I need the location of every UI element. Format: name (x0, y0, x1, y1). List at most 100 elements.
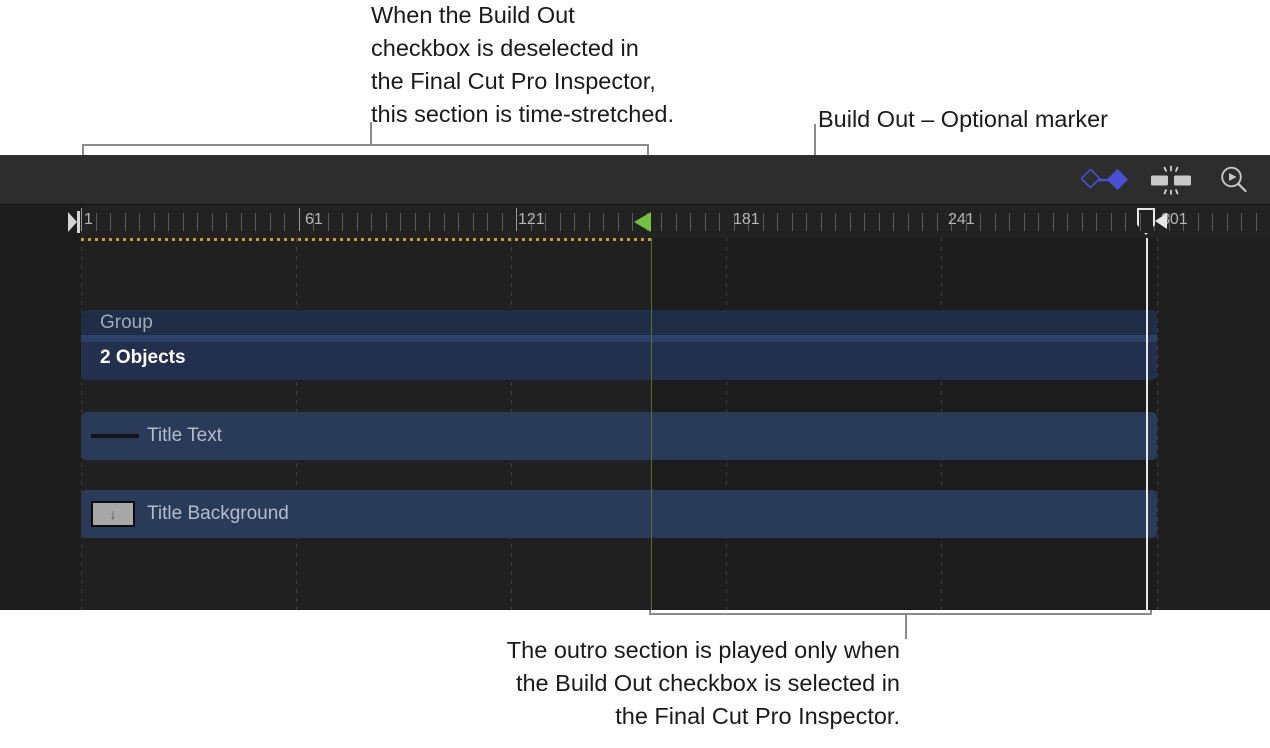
ruler-tick-minor (313, 213, 314, 231)
ruler-tick-minor (183, 213, 184, 231)
ruler-tick-minor (502, 213, 503, 231)
playhead-triangle (1155, 213, 1167, 229)
playhead-end-marker-icon[interactable] (1137, 208, 1167, 237)
annotation-top-left: When the Build Out checkbox is deselecte… (371, 2, 674, 127)
zoom-play-icon[interactable] (1208, 155, 1260, 204)
ruler-tick-minor (850, 213, 851, 231)
build-out-dotted-span (81, 238, 651, 241)
ruler-tick-minor (197, 213, 198, 231)
ruler-tick-minor (371, 213, 372, 231)
ruler-tick-minor (966, 213, 967, 231)
image-thumbnail-icon: ↓ (91, 501, 135, 527)
ruler-tick-minor (415, 213, 416, 231)
build-out-triangle (634, 212, 651, 232)
ruler-tick-minor (226, 213, 227, 231)
ruler-tick-minor (284, 213, 285, 231)
timeline-ruler[interactable]: 1 61 121 181 241 301 (0, 205, 1270, 238)
ruler-tick-minor (96, 213, 97, 231)
timeline-gridline (1157, 238, 1158, 610)
ruler-tick-minor (1111, 213, 1112, 231)
track-area-tail (1157, 238, 1270, 610)
ruler-tick-minor (748, 213, 749, 231)
ruler-tick-minor (400, 213, 401, 231)
ruler-tick-minor (1140, 213, 1141, 231)
ruler-tick-minor (458, 213, 459, 231)
project-start-marker-icon[interactable] (68, 211, 84, 233)
ruler-tick-minor (1125, 213, 1126, 231)
callout-top-bracket (82, 144, 649, 146)
ruler-tick-minor (342, 213, 343, 231)
ruler-tick-minor (487, 213, 488, 231)
start-marker-bar (77, 211, 80, 233)
ruler-tick-minor (328, 213, 329, 231)
clip-group-divider (81, 335, 1157, 336)
playhead-line (1146, 238, 1148, 610)
ruler-label: 301 (1161, 211, 1188, 228)
ruler-label: 181 (733, 211, 760, 228)
clip-label-group: Group (100, 312, 153, 333)
zoom-play-icon-glyph (1221, 166, 1247, 192)
ruler-tick-minor (1038, 213, 1039, 231)
ruler-tick-major (516, 208, 517, 231)
callout-top-bracket-right-cap (647, 144, 649, 156)
ruler-tick-minor (1169, 213, 1170, 231)
ruler-tick-minor (473, 213, 474, 231)
motion-timeline-window: 1 61 121 181 241 301 Group 2 Objects (0, 155, 1270, 610)
timeline-clip-title-text[interactable]: Title Text (81, 412, 1157, 460)
build-out-marker-icon[interactable] (634, 212, 652, 233)
ruler-tick-minor (1067, 213, 1068, 231)
ruler-tick-minor (1024, 213, 1025, 231)
ruler-tick-minor (995, 213, 996, 231)
ruler-tick-minor (690, 213, 691, 231)
ruler-tick-minor (980, 213, 981, 231)
ruler-tick-minor (429, 213, 430, 231)
ruler-tick-minor (125, 213, 126, 231)
ruler-tick-minor (719, 213, 720, 231)
ruler-tick-minor (241, 213, 242, 231)
ruler-tick-minor (864, 213, 865, 231)
ruler-tick-minor (574, 213, 575, 231)
ruler-tick-minor (763, 213, 764, 231)
ruler-label: 1 (84, 211, 93, 228)
ruler-tick-minor (1082, 213, 1083, 231)
ruler-tick-minor (168, 213, 169, 231)
sparkle-split-icon[interactable] (1145, 155, 1197, 204)
timeline-clip-title-background[interactable]: ↓ Title Background (81, 490, 1157, 538)
text-line-thumbnail-icon (91, 434, 139, 438)
ruler-tick-major (81, 208, 82, 231)
ruler-left-pad (0, 205, 81, 238)
ruler-tick-minor (1241, 213, 1242, 231)
timeline-clip-objects[interactable]: 2 Objects (81, 336, 1157, 380)
ruler-tick-minor (821, 213, 822, 231)
ruler-label: 121 (518, 211, 545, 228)
clip-objects-tophighlight (81, 336, 1157, 342)
ruler-tick-minor (444, 213, 445, 231)
ruler-label: 61 (305, 211, 323, 228)
sparkle-split-icon-glyph (1151, 165, 1191, 195)
ruler-tick-minor (255, 213, 256, 231)
ruler-tick-minor (893, 213, 894, 231)
track-area-lead (0, 238, 81, 610)
ruler-tick-minor (951, 213, 952, 231)
timeline-clip-group[interactable]: Group (81, 310, 1157, 336)
playhead-pentagon (1137, 208, 1155, 235)
ruler-tick-minor (531, 213, 532, 231)
annotation-bottom: The outro section is played only when th… (506, 637, 900, 729)
ruler-tick-minor (734, 213, 735, 231)
callout-top-bracket-left-cap (82, 144, 84, 156)
callout-bottom-bracket (649, 613, 1152, 615)
timeline-toolbar (0, 155, 1270, 205)
ruler-tick-minor (1198, 213, 1199, 231)
annotation-top-right: Build Out – Optional marker (818, 106, 1108, 132)
ruler-label: 241 (948, 211, 975, 228)
callout-bottom-stem (905, 613, 907, 639)
ruler-tick-minor (792, 213, 793, 231)
ruler-tick-minor (603, 213, 604, 231)
keyframe-icon-glyph (1081, 168, 1129, 190)
keyframe-icon[interactable] (1080, 155, 1136, 204)
ruler-tick-minor (545, 213, 546, 231)
ruler-tick-minor (270, 213, 271, 231)
ruler-tick-minor (589, 213, 590, 231)
ruler-tick-minor (835, 213, 836, 231)
ruler-tick-minor (777, 213, 778, 231)
